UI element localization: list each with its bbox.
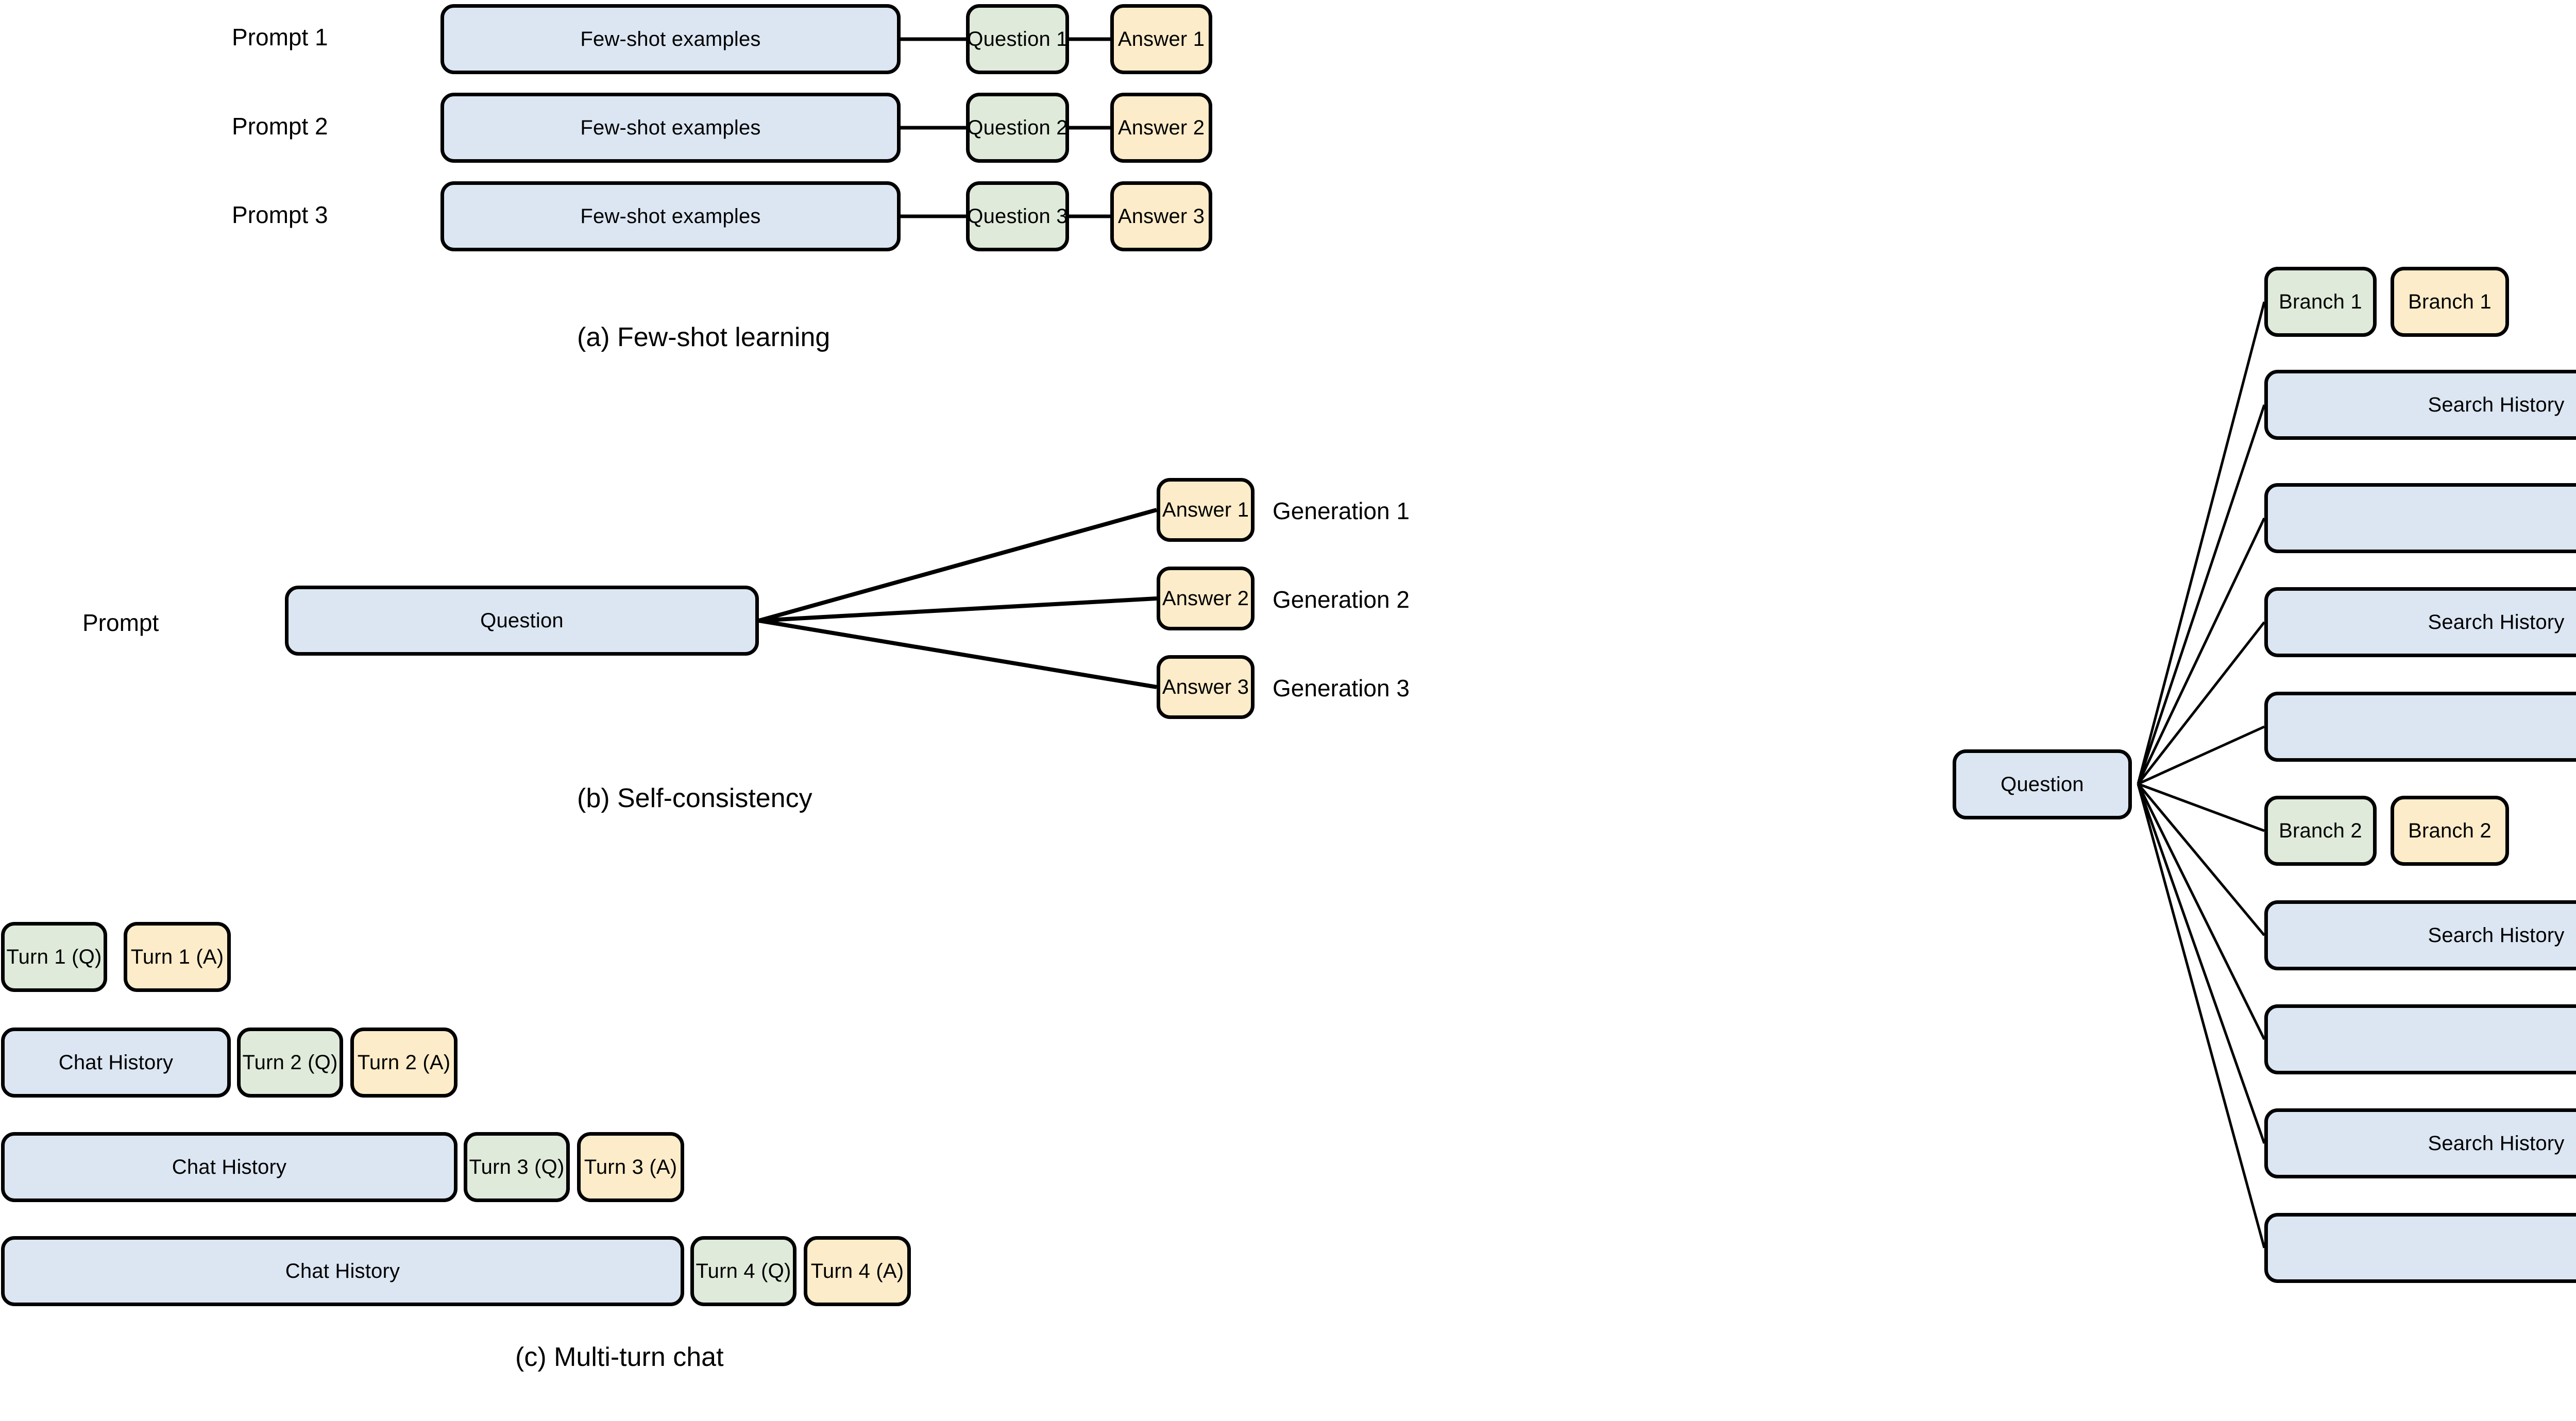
panel-a-row-label-1: Prompt 2 xyxy=(232,113,328,140)
panel-b-generation-label-0: Generation 1 xyxy=(1273,498,1410,524)
panel-d-node-5: Search History xyxy=(2264,483,2576,553)
panel-b-fan-edge xyxy=(758,508,1158,623)
panel-b-caption: (b) Self-consistency xyxy=(577,783,812,813)
panel-d-node-14: Branch 2 xyxy=(2264,796,2377,866)
panel-b-fan-edge xyxy=(758,596,1157,623)
panel-c-node-10: Turn 4 (A) xyxy=(804,1236,911,1306)
panel-d-node-8: Search History xyxy=(2264,587,2576,657)
panel-a-node-3: Few-shot examples xyxy=(440,93,901,163)
panel-c-node-6: Turn 3 (Q) xyxy=(464,1132,570,1202)
panel-a-row-label-0: Prompt 1 xyxy=(232,24,328,50)
panel-a-node-4: Question 2 xyxy=(966,93,1069,163)
panel-c-node-8: Chat History xyxy=(1,1236,684,1306)
panel-c-caption: (c) Multi-turn chat xyxy=(515,1342,724,1372)
panel-c-node-7: Turn 3 (A) xyxy=(577,1132,684,1202)
panel-b-generation-label-1: Generation 2 xyxy=(1273,586,1410,613)
panel-a-node-1: Question 1 xyxy=(966,4,1069,74)
panel-c-node-2: Chat History xyxy=(1,1028,231,1098)
panel-b-fan-edge xyxy=(758,619,1157,689)
panel-b-node-leaf-2: Answer 3 xyxy=(1157,655,1255,719)
panel-d-tree-edge xyxy=(2137,404,2266,784)
panel-d-tree-edge xyxy=(2137,783,2266,1248)
panel-d-node-0: Branch 1 xyxy=(2264,267,2377,337)
panel-d-node-25: Search History xyxy=(2264,1213,2576,1283)
panel-c-node-4: Turn 2 (A) xyxy=(350,1028,457,1098)
panel-d-node-2: Search History xyxy=(2264,370,2576,440)
panel-a-caption: (a) Few-shot learning xyxy=(577,322,831,352)
panel-a-node-2: Answer 1 xyxy=(1110,4,1212,74)
panel-b-node-leaf-0: Answer 1 xyxy=(1157,478,1255,542)
panel-a-node-5: Answer 2 xyxy=(1110,93,1212,163)
panel-d-tree-edge xyxy=(2137,517,2266,785)
panel-b-prompt-label: Prompt xyxy=(82,609,159,636)
panel-a-node-0: Few-shot examples xyxy=(440,4,901,74)
panel-d-node-16: Search History xyxy=(2264,900,2576,970)
panel-d-node-root: Question xyxy=(1953,749,2132,819)
panel-d-tree-edge xyxy=(2137,621,2265,785)
panel-d-node-19: Search History xyxy=(2264,1004,2576,1074)
panel-d-tree-edge xyxy=(2137,783,2265,936)
panel-b-generation-label-2: Generation 3 xyxy=(1273,675,1410,701)
panel-d-tree-edge xyxy=(2137,783,2266,1144)
panel-d-node-22: Search History xyxy=(2264,1108,2576,1178)
panel-c-node-1: Turn 1 (A) xyxy=(124,922,231,992)
panel-b-node-root: Question xyxy=(285,586,759,656)
panel-a-node-8: Answer 3 xyxy=(1110,181,1212,251)
panel-d-tree-edge xyxy=(2138,782,2265,832)
panel-a-node-6: Few-shot examples xyxy=(440,181,901,251)
panel-d-node-11: Search History xyxy=(2264,692,2576,762)
panel-c-node-5: Chat History xyxy=(1,1132,457,1202)
panel-d-tree-edge xyxy=(2137,783,2266,1040)
panel-b-node-leaf-1: Answer 2 xyxy=(1157,567,1255,630)
panel-a-node-7: Question 3 xyxy=(966,181,1069,251)
panel-d-node-1: Branch 1 xyxy=(2391,267,2509,337)
panel-d-tree-edge xyxy=(2137,301,2266,784)
panel-c-node-9: Turn 4 (Q) xyxy=(690,1236,796,1306)
panel-d-node-15: Branch 2 xyxy=(2391,796,2509,866)
panel-a-row-label-2: Prompt 3 xyxy=(232,201,328,228)
panel-d-tree-edge xyxy=(2137,725,2265,785)
panel-c-node-0: Turn 1 (Q) xyxy=(1,922,107,992)
panel-c-node-3: Turn 2 (Q) xyxy=(237,1028,343,1098)
